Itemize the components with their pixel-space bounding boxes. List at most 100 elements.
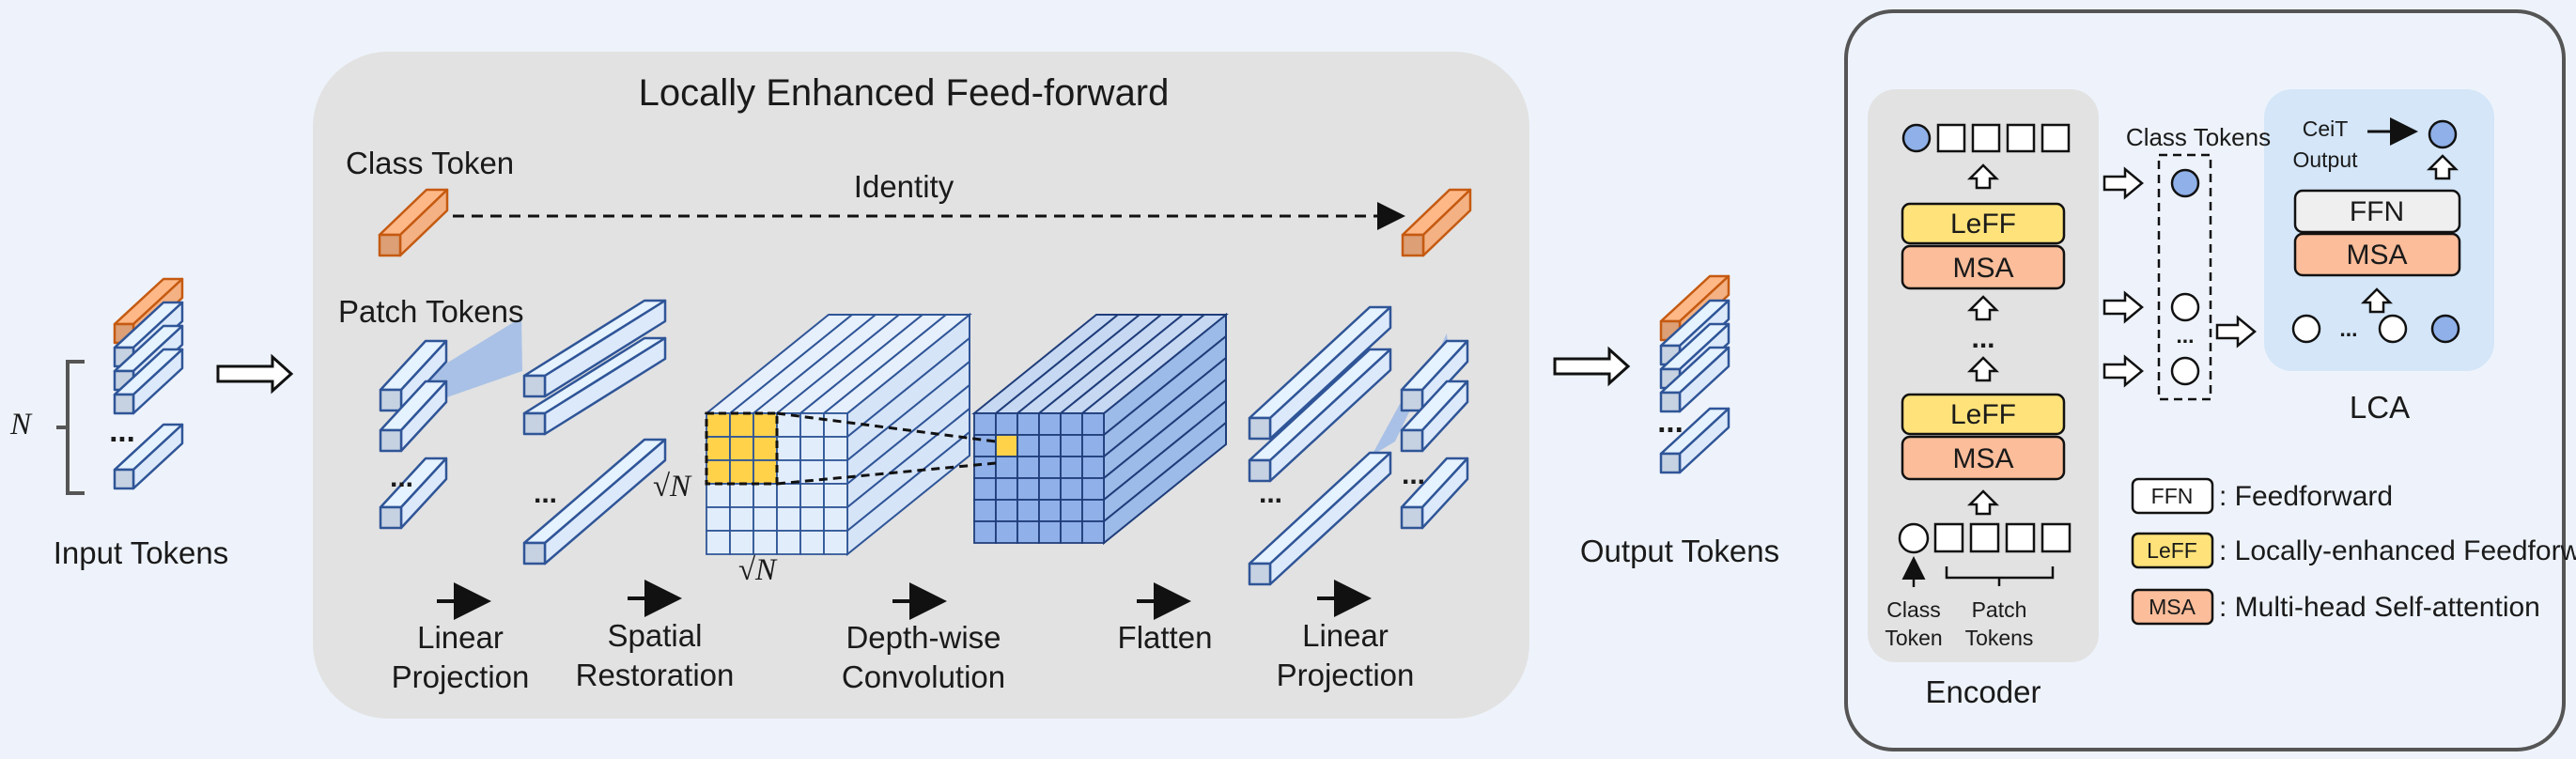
class-tokens-label: Class Tokens <box>2126 123 2271 151</box>
lca-up-arrow-top <box>2426 154 2460 180</box>
leff-block-top <box>1901 202 2066 245</box>
leff-patch-token-a <box>379 339 448 412</box>
ceit-panel <box>1844 9 2566 751</box>
svg-text:Spatial: Spatial <box>608 618 703 653</box>
step-flatten: Flatten <box>1118 620 1213 655</box>
class-token-label: Class Token <box>346 146 514 180</box>
encoder-dots: ... <box>1971 323 1994 354</box>
class-tokens-box <box>2157 153 2212 401</box>
leff-dots-2: ... <box>534 478 557 509</box>
convolved-feature-cube <box>971 312 1229 546</box>
n-brace <box>56 360 85 495</box>
ceit-output-label-1: CeiT <box>2303 116 2349 141</box>
step-linear-projection-2: Linear Projection <box>1277 618 1415 692</box>
class-token-final <box>2170 168 2200 198</box>
encoder-output-patch-row <box>1936 123 2071 153</box>
output-leff-token-b <box>1400 380 1469 453</box>
legend-key-leff: LeFF <box>2147 538 2197 563</box>
leff-dots-3: ... <box>1259 478 1282 509</box>
svg-text:MSA: MSA <box>1952 443 2013 474</box>
n-label: N <box>9 408 33 441</box>
leff-dots-4: ... <box>1402 459 1425 490</box>
svg-text:Depth-wise: Depth-wise <box>846 620 1001 655</box>
svg-text:Projection: Projection <box>1277 658 1415 692</box>
projection-wedge-1 <box>404 318 522 399</box>
legend-desc-msa: : Multi-head Self-attention <box>2219 592 2540 623</box>
class-token-caption-2: Token <box>1885 626 1942 650</box>
output-patch-token <box>1659 407 1730 474</box>
projection-wedge-2 <box>1372 333 1451 456</box>
sqrt-n-side: √N <box>653 470 692 503</box>
encoder-input-patch-row <box>1933 522 2072 553</box>
svg-text:Flatten: Flatten <box>1118 620 1213 655</box>
flattened-token-b <box>1248 348 1392 483</box>
leff-dots-1: ... <box>390 462 413 493</box>
output-patch-token <box>1659 346 1730 413</box>
leff-title: Locally Enhanced Feed-forward <box>639 72 1170 114</box>
lca-msa-block <box>2293 232 2461 277</box>
step-spatial-restoration: Spatial Restoration <box>576 618 735 692</box>
class-tokens-dots: ... <box>2176 323 2194 348</box>
input-dots: ... <box>109 413 135 448</box>
class-token-caption-1: Class <box>1886 597 1941 622</box>
svg-text:LeFF: LeFF <box>1950 399 2016 430</box>
msa-block-bottom <box>1901 435 2066 481</box>
svg-text:Projection: Projection <box>392 659 530 694</box>
class-token-mid <box>2170 292 2200 322</box>
flattened-token-c <box>1248 451 1392 586</box>
leff-block-bottom <box>1901 393 2066 436</box>
legend-swatch-leff <box>2131 532 2214 569</box>
projected-token-b <box>522 336 667 436</box>
hollow-arrow-out <box>1553 346 1631 387</box>
lca-dots: ... <box>2339 317 2357 341</box>
input-patch-token <box>113 423 184 490</box>
legend-key-msa: MSA <box>2149 595 2196 619</box>
class-token-early <box>2170 356 2200 386</box>
svg-text:Linear: Linear <box>417 620 504 655</box>
msa-block-top <box>1901 244 2066 290</box>
encoder-output-class-token <box>1901 123 1932 153</box>
svg-text:Linear: Linear <box>1302 618 1389 653</box>
patch-tokens-caption-2: Tokens <box>1965 626 2034 650</box>
legend-swatch-ffn <box>2131 477 2214 515</box>
leff-class-token-out <box>1401 188 1472 257</box>
leff-patch-token-c <box>379 457 448 530</box>
leff-class-token-in <box>378 188 449 257</box>
lca-input-token-2 <box>2378 314 2408 344</box>
projected-token-c <box>522 438 667 565</box>
encoder-block-top: LeFF MSA <box>1901 202 2066 290</box>
identity-label: Identity <box>854 169 954 204</box>
leff-patch-token-b <box>379 380 448 453</box>
legend-desc-ffn: : Feedforward <box>2219 481 2393 512</box>
sqrt-n-bottom: √N <box>738 553 778 587</box>
encoder-label: Encoder <box>1926 674 2041 709</box>
ceit-output-token <box>2428 119 2458 149</box>
encoder-block-bottom: LeFF MSA <box>1901 393 2066 481</box>
lca-up-arrow-bottom <box>2360 287 2394 314</box>
projected-token-a <box>522 299 667 398</box>
lca-msa-text: MSA <box>2346 240 2407 271</box>
patch-tokens-caption-1: Patch <box>1972 597 2027 622</box>
flattened-token-a <box>1248 305 1392 441</box>
step-linear-projection-1: Linear Projection <box>392 620 530 694</box>
lca-ffn-block <box>2293 189 2461 234</box>
class-token-feed-arrows <box>2103 166 2257 388</box>
input-patch-token <box>113 348 184 415</box>
input-tokens-label: Input Tokens <box>54 535 229 570</box>
svg-text:Convolution: Convolution <box>842 659 1005 694</box>
svg-text:Restoration: Restoration <box>576 658 735 692</box>
svg-text:MSA: MSA <box>1952 253 2013 284</box>
step-depthwise-convolution: Depth-wise Convolution <box>842 620 1005 694</box>
restored-feature-cube <box>704 312 972 557</box>
kernel-projection-lines <box>776 411 997 486</box>
ceit-output-label-2: Output <box>2292 147 2358 172</box>
output-leff-token-a <box>1400 339 1469 412</box>
lca-input-token-1 <box>2291 314 2321 344</box>
encoder-input-class-token <box>1898 522 1930 554</box>
legend-key-ffn: FFN <box>2151 484 2194 508</box>
legend-desc-leff: : Locally-enhanced Feedforward <box>2219 535 2576 566</box>
output-dots: ... <box>1657 404 1684 439</box>
hollow-arrow-in <box>216 353 294 395</box>
